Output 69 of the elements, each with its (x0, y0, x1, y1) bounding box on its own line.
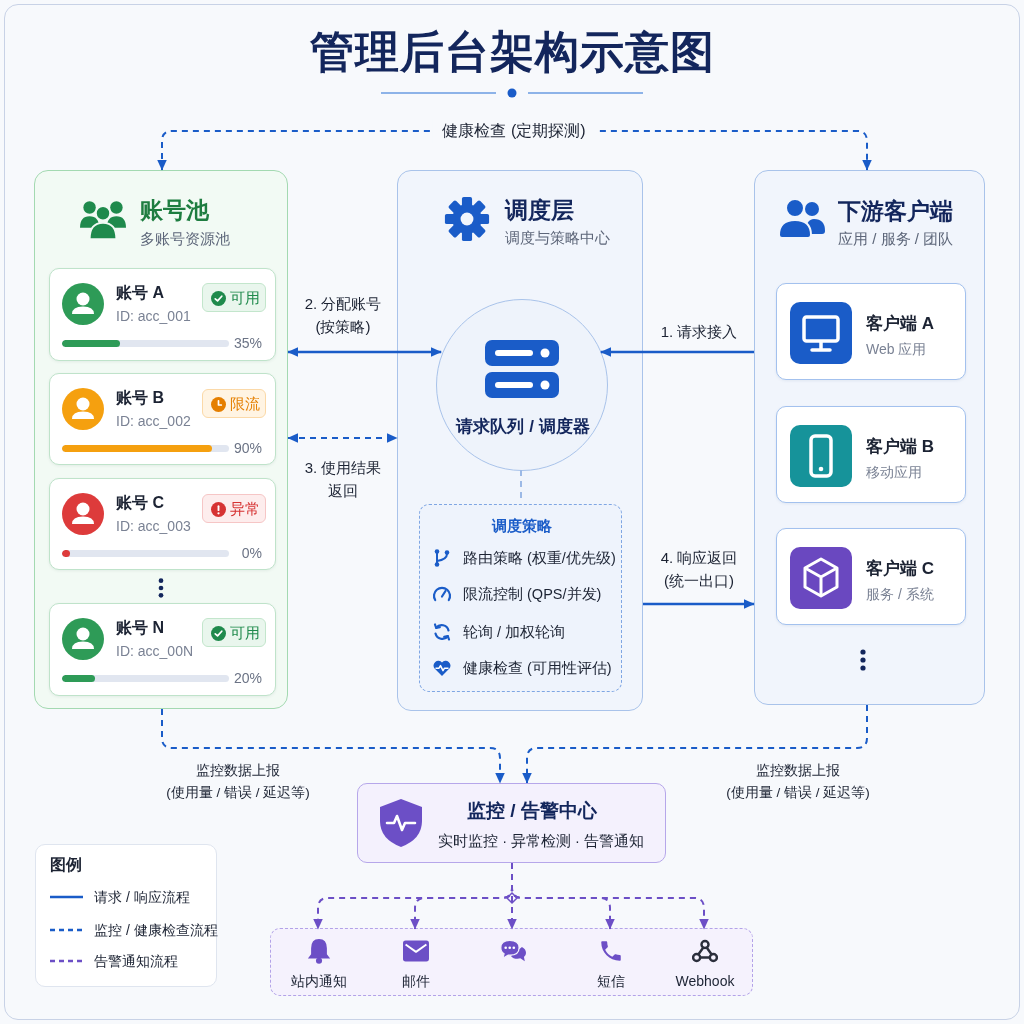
card-title: 客户端 A (866, 313, 934, 335)
legend-title: 图例 (50, 855, 82, 875)
box-title: 监控 / 告警中心 (467, 799, 597, 823)
legend-text: 监控 / 健康检查流程 (94, 921, 218, 939)
box-title: 调度策略 (492, 516, 552, 536)
account-id: ID: acc_003 (116, 517, 191, 535)
channel-band (270, 928, 753, 996)
status-text: 异常 (230, 498, 260, 519)
list-item: 路由策略 (权重/优先级) (463, 549, 616, 568)
list-item: 轮询 / 加权轮询 (463, 623, 566, 642)
channel-label: 站内通知 (291, 972, 347, 990)
client-card (776, 528, 966, 625)
channel-label: 邮件 (402, 972, 430, 990)
dashed-arrow (287, 433, 398, 443)
status-text: 可用 (230, 287, 260, 308)
panel-subtitle: 调度与策略中心 (505, 228, 610, 248)
dashed-arrow (522, 704, 868, 784)
list-item: 限流控制 (QPS/并发) (463, 585, 602, 604)
card-subtitle: 移动应用 (866, 463, 922, 481)
dashed-arrow (511, 862, 709, 930)
status-badge (202, 618, 266, 647)
panel (397, 170, 643, 711)
account-card (49, 373, 276, 465)
channel-label: 短信 (597, 972, 625, 990)
status-text: 可用 (230, 622, 260, 643)
account-card (49, 478, 276, 570)
status-text: 限流 (230, 393, 260, 414)
account-name: 账号 N (116, 618, 164, 638)
usage-percent: 90% (233, 439, 262, 457)
page-title: 管理后台架构示意图 (309, 26, 715, 78)
panel (754, 170, 985, 705)
account-id: ID: acc_00N (116, 642, 194, 660)
card-subtitle: Web 应用 (866, 340, 927, 358)
account-name: 账号 B (116, 388, 164, 408)
center-box (357, 783, 666, 863)
legend-text: 告警通知流程 (94, 952, 178, 970)
legend-text: 请求 / 响应流程 (94, 888, 190, 906)
arrow (600, 347, 754, 357)
panel-title: 账号池 (140, 196, 209, 224)
status-badge (202, 283, 266, 312)
panel-subtitle: 多账号资源池 (140, 229, 230, 249)
arrow (287, 347, 442, 357)
panel-title: 调度层 (505, 196, 574, 224)
card-subtitle: 服务 / 系统 (866, 585, 934, 603)
status-badge (202, 494, 266, 523)
client-card (776, 406, 966, 503)
account-card (49, 603, 276, 696)
client-card (776, 283, 966, 380)
channel-label: Webhook (675, 972, 735, 990)
panel-title: 下游客户端 (838, 197, 953, 225)
card-title: 客户端 B (866, 436, 934, 458)
box-subtitle: 实时监控 · 异常检测 · 告警通知 (438, 832, 644, 851)
dashed-arrow (161, 708, 505, 784)
account-id: ID: acc_002 (116, 412, 191, 430)
panel (34, 170, 288, 709)
usage-percent: 0% (241, 544, 262, 562)
status-badge (202, 389, 266, 418)
list-item: 健康检查 (可用性评估) (463, 659, 612, 678)
account-card (49, 268, 276, 361)
node-label: 请求队列 / 调度器 (456, 416, 590, 438)
arrow (643, 599, 755, 609)
usage-percent: 20% (233, 669, 262, 687)
policy-box (419, 504, 622, 692)
panel-subtitle: 应用 / 服务 / 团队 (838, 229, 953, 249)
usage-percent: 35% (233, 334, 262, 352)
account-id: ID: acc_001 (116, 307, 191, 325)
account-name: 账号 A (116, 283, 164, 303)
account-name: 账号 C (116, 493, 164, 513)
card-title: 客户端 C (866, 558, 934, 580)
